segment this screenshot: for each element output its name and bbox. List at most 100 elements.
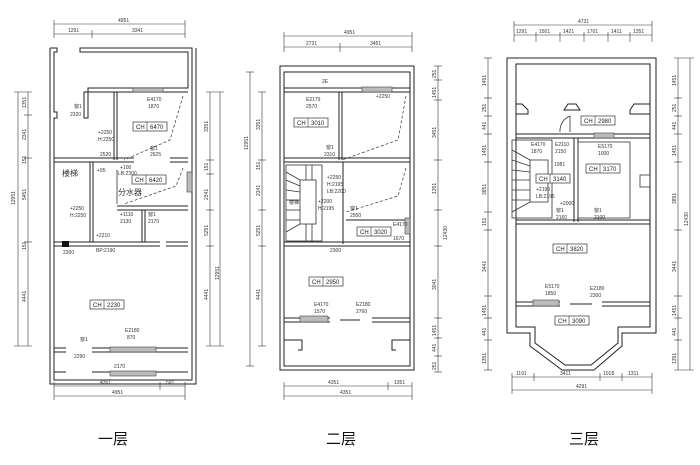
note: 1850 bbox=[545, 291, 556, 297]
floor-2-bottom-dimensions: 4351 1351 4351 bbox=[283, 380, 413, 400]
dim-text: 151 bbox=[22, 241, 28, 250]
note: +2000 bbox=[560, 201, 574, 207]
dim-text: 3851 bbox=[672, 193, 678, 204]
room-tag-value: 2950 bbox=[326, 280, 340, 286]
dim-text: 4351 bbox=[340, 390, 351, 396]
equipment-label: 分水器 bbox=[118, 187, 142, 197]
note: E5170 bbox=[598, 144, 613, 150]
note: 2950 bbox=[350, 213, 361, 219]
floor-1-label: 一层 bbox=[98, 430, 129, 448]
dim-text: 251 bbox=[432, 69, 438, 78]
dim-text: 4351 bbox=[328, 380, 339, 386]
dim-text: 251 bbox=[482, 103, 488, 112]
room-tag: CH 2980 bbox=[580, 115, 616, 126]
note: 楼梯 bbox=[62, 168, 78, 178]
room-tag: CH 6470 bbox=[132, 121, 168, 132]
dim-text: 1018 bbox=[603, 371, 614, 377]
note: +2250 bbox=[376, 94, 390, 100]
window bbox=[593, 132, 615, 139]
dim-text: 3041 bbox=[432, 279, 438, 290]
note: BP:2190 bbox=[96, 248, 115, 254]
dim-text: 251 bbox=[432, 361, 438, 370]
room-tag-value: 2980 bbox=[598, 119, 612, 125]
room-tag-value: 6420 bbox=[149, 178, 163, 184]
dim-text: 4951 bbox=[118, 18, 129, 24]
note: 2625 bbox=[150, 152, 161, 158]
dim-text: 3441 bbox=[482, 261, 488, 272]
note: H:2195 bbox=[318, 206, 334, 212]
room-tag: CH 3020 bbox=[356, 226, 392, 237]
room-tag: CH 3170 bbox=[585, 163, 621, 174]
note: +2190 bbox=[536, 187, 550, 193]
dim-text: 4731 bbox=[578, 19, 589, 25]
floor-1-bottom-dimensions: 4351 591 4951 bbox=[53, 380, 186, 400]
note: 窗1 bbox=[150, 145, 158, 152]
dim-text: 1421 bbox=[563, 29, 574, 35]
dim-text: 1451 bbox=[672, 145, 678, 156]
note: E2180 bbox=[590, 286, 605, 292]
dim-text: 2341 bbox=[22, 129, 28, 140]
dim-text: 4951 bbox=[112, 390, 123, 396]
floor-1-left-dimensions: 12951 1351 2341 151 5451 151 4441 bbox=[11, 91, 32, 347]
room-tag-code: CH bbox=[539, 177, 548, 183]
dim-text: 4441 bbox=[256, 289, 262, 300]
room-tag-code: CH bbox=[556, 247, 565, 253]
note: 1081 bbox=[554, 162, 565, 168]
note: 1670 bbox=[393, 236, 404, 242]
dim-text: 2731 bbox=[306, 41, 317, 47]
column-marker bbox=[62, 241, 69, 247]
room-tag-value: 3820 bbox=[570, 247, 584, 253]
dim-text: 1311 bbox=[628, 371, 639, 377]
note: 2300 bbox=[330, 248, 341, 254]
note: 2310 bbox=[324, 152, 335, 158]
dim-text: 1451 bbox=[672, 305, 678, 316]
note: 1570 bbox=[314, 309, 325, 315]
dim-text: 1451 bbox=[672, 75, 678, 86]
note: +95 bbox=[97, 168, 106, 174]
floor-1-walls bbox=[49, 47, 197, 385]
note: +1110 bbox=[120, 212, 134, 218]
floor-2-top-dimensions: 4951 2731 3451 bbox=[283, 30, 413, 52]
dim-text: 1451 bbox=[482, 75, 488, 86]
room-tag: CH 2950 bbox=[308, 276, 344, 287]
dim-text: 1351 bbox=[672, 353, 678, 364]
dim-text: 4951 bbox=[344, 30, 355, 36]
dim-text: 12430 bbox=[684, 212, 690, 226]
note: 1870 bbox=[531, 149, 542, 155]
dim-text: 12951 bbox=[215, 266, 221, 280]
dim-text: 1191 bbox=[516, 371, 527, 377]
note: E4170 bbox=[314, 302, 329, 308]
note: E2179 bbox=[306, 97, 321, 103]
note: 2300 bbox=[63, 250, 74, 256]
dim-text: 5251 bbox=[204, 225, 210, 236]
note: 窗1 bbox=[556, 207, 564, 214]
floor-1-right-dimensions: 3351 151 2341 5251 4441 12951 bbox=[204, 91, 224, 347]
note: LB:2300 bbox=[118, 171, 137, 177]
note: E2180 bbox=[125, 328, 140, 334]
dim-text: 2341 bbox=[256, 185, 262, 196]
dim-text: 5451 bbox=[22, 189, 28, 200]
note: H:2250 bbox=[98, 137, 114, 143]
room-tag-code: CH bbox=[93, 303, 102, 309]
note: 窗1 bbox=[148, 211, 156, 218]
note: E2110 bbox=[555, 142, 569, 148]
note: +100 bbox=[120, 165, 131, 171]
dim-text: 441 bbox=[672, 121, 678, 130]
note: E2180 bbox=[356, 302, 371, 308]
window bbox=[109, 370, 157, 377]
window bbox=[532, 299, 560, 307]
note: E4170 bbox=[393, 222, 408, 228]
dim-text: 441 bbox=[672, 327, 678, 336]
floor-3-left-dimensions: 1451 251 441 1451 3851 151 3441 1451 441… bbox=[482, 57, 492, 371]
room-tag-code: CH bbox=[136, 125, 145, 131]
room-tag-value: 3140 bbox=[553, 177, 567, 183]
dim-text: 3411 bbox=[560, 371, 571, 377]
note: 窗1 bbox=[80, 336, 88, 343]
note: E4170 bbox=[531, 142, 546, 148]
dim-text: 3351 bbox=[204, 121, 210, 132]
window bbox=[404, 217, 411, 235]
dim-text: 4441 bbox=[22, 291, 28, 302]
dim-text: 3351 bbox=[256, 119, 262, 130]
dim-text: 2341 bbox=[204, 189, 210, 200]
note: +2250 bbox=[98, 130, 112, 136]
